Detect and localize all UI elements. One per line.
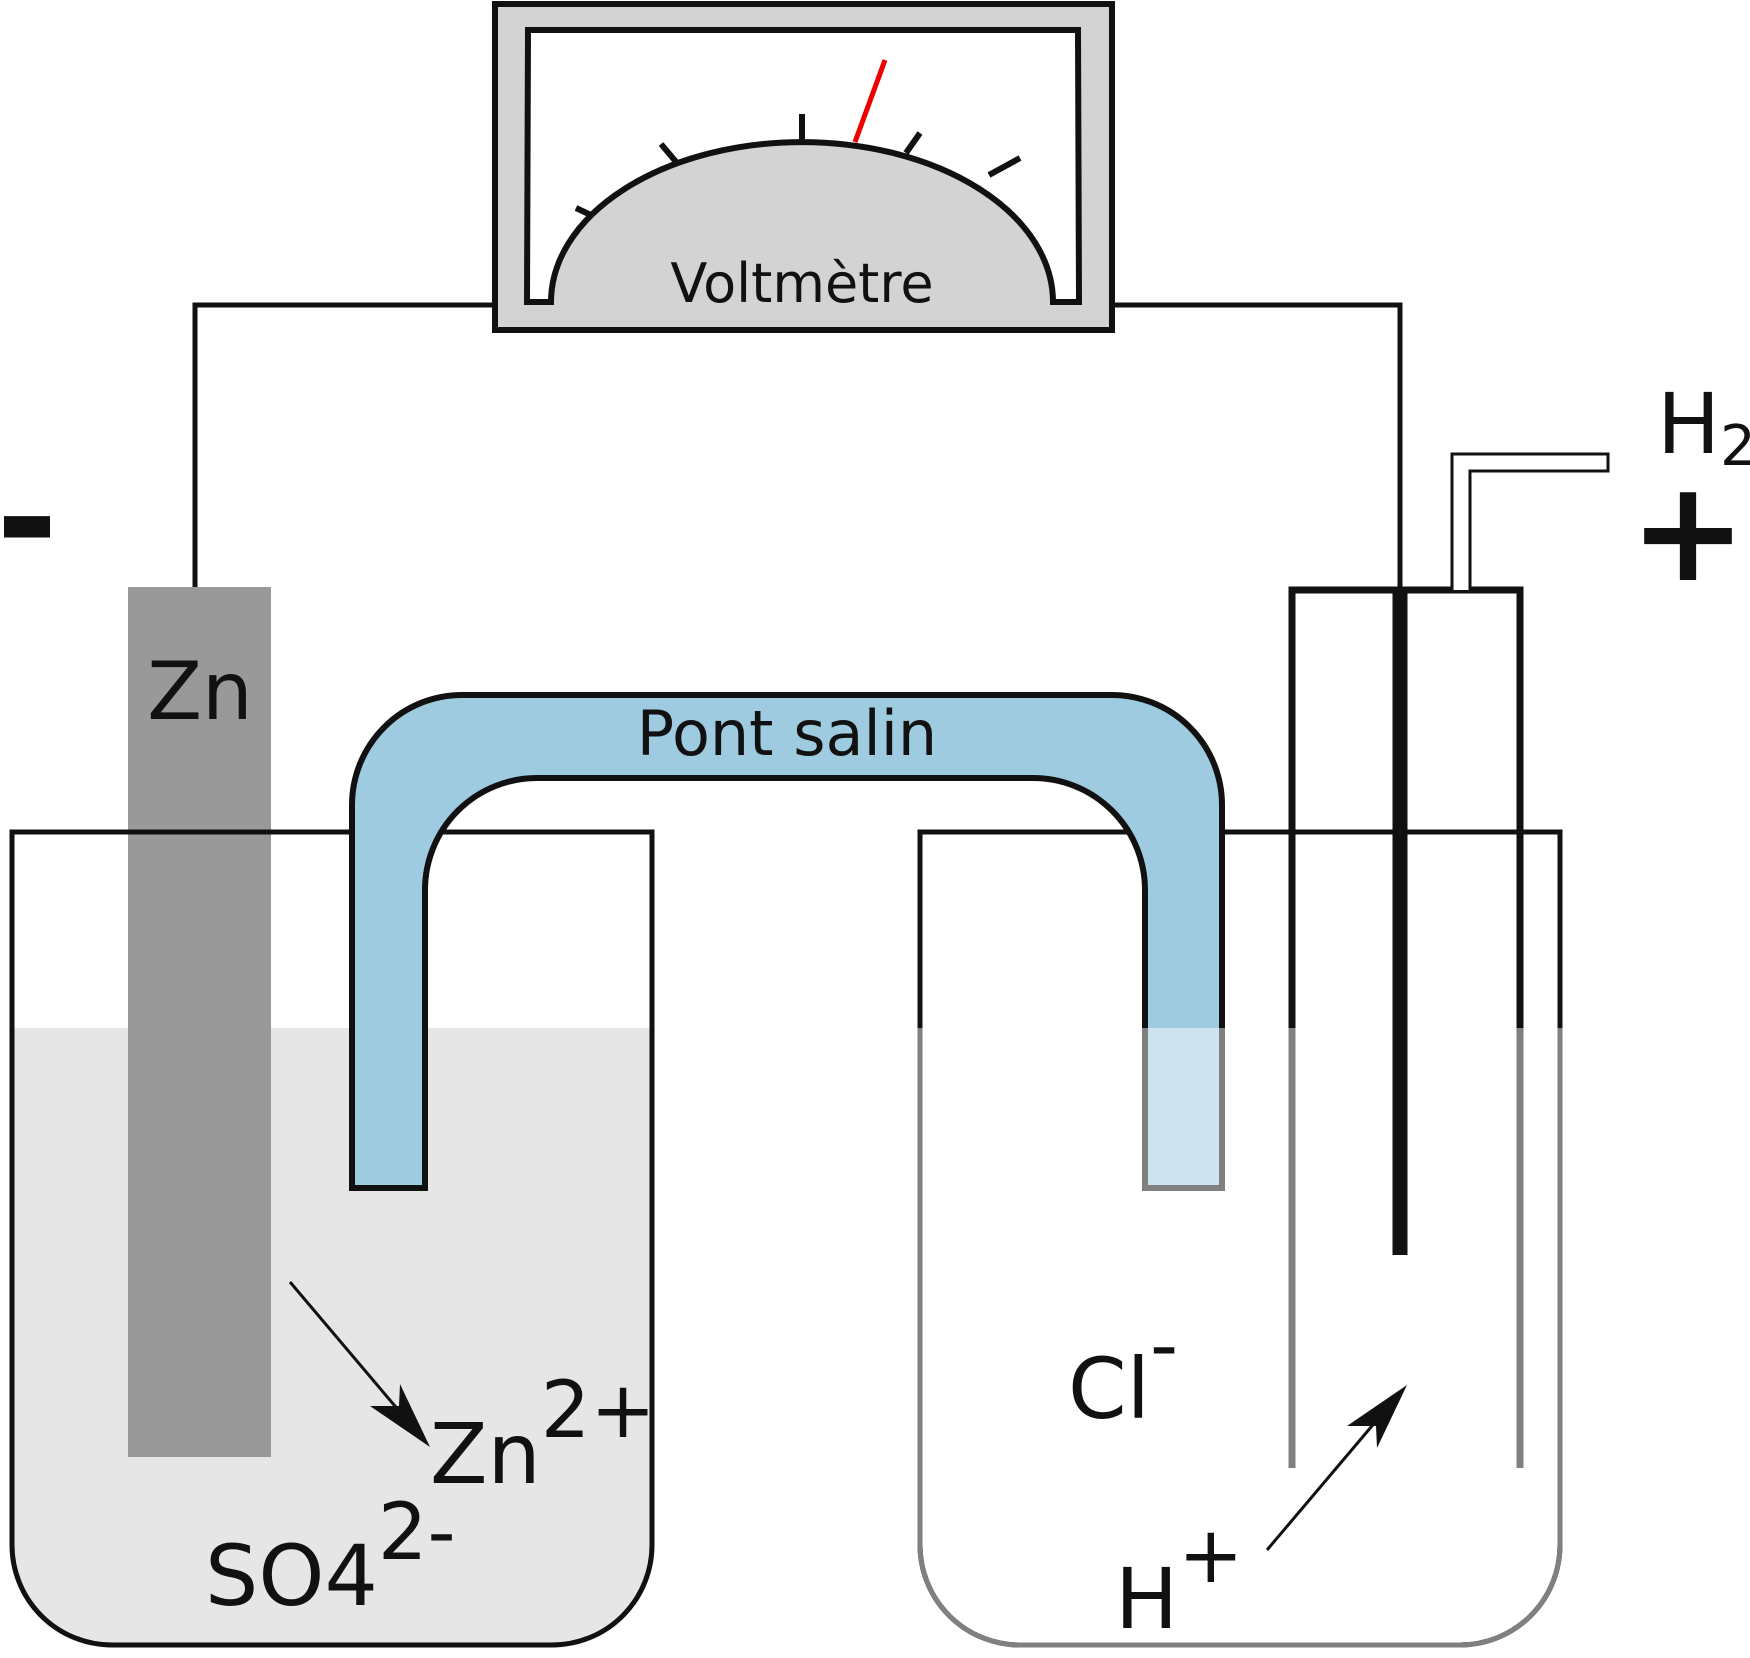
salt-bridge-submerged-outline (1142, 1028, 1225, 1191)
hydrogen-ion-arrow (1265, 1385, 1407, 1551)
scale-tick (574, 205, 595, 219)
salt-bridge-submerged-part (1145, 1028, 1222, 1188)
zinc-ion-label: Zn2+ (430, 1366, 656, 1503)
right-circuit-wire (1112, 302, 1403, 590)
scale-tick (987, 155, 1022, 178)
right-beaker-submerged-edge (917, 1028, 1563, 1648)
salt-bridge-label: Pont salin (637, 697, 937, 770)
voltmeter-needle (852, 59, 888, 143)
hydrogen-ion-label: H+ (1115, 1511, 1244, 1648)
anode-sign: - (0, 432, 58, 606)
left-beaker (9, 829, 655, 1648)
cathode-sign: + (1629, 451, 1746, 614)
hydrogen-gas-label: H2 (1657, 375, 1750, 479)
zinc-electrode-label: Zn (147, 645, 253, 738)
zinc-electrode (128, 587, 271, 1457)
hydrogen-gas-inlet (1450, 452, 1610, 590)
chloride-ion-label: Cl- (1068, 1301, 1178, 1438)
voltmeter-scale (574, 114, 1022, 219)
voltmeter-window (523, 27, 1083, 305)
scale-tick (658, 142, 680, 165)
zinc-ion-arrow (288, 1281, 430, 1447)
left-circuit-wire (192, 302, 495, 587)
scale-tick (903, 131, 923, 155)
voltmeter-label: Voltmètre (670, 252, 933, 315)
sulfate-ion-label: SO42- (205, 1488, 456, 1625)
